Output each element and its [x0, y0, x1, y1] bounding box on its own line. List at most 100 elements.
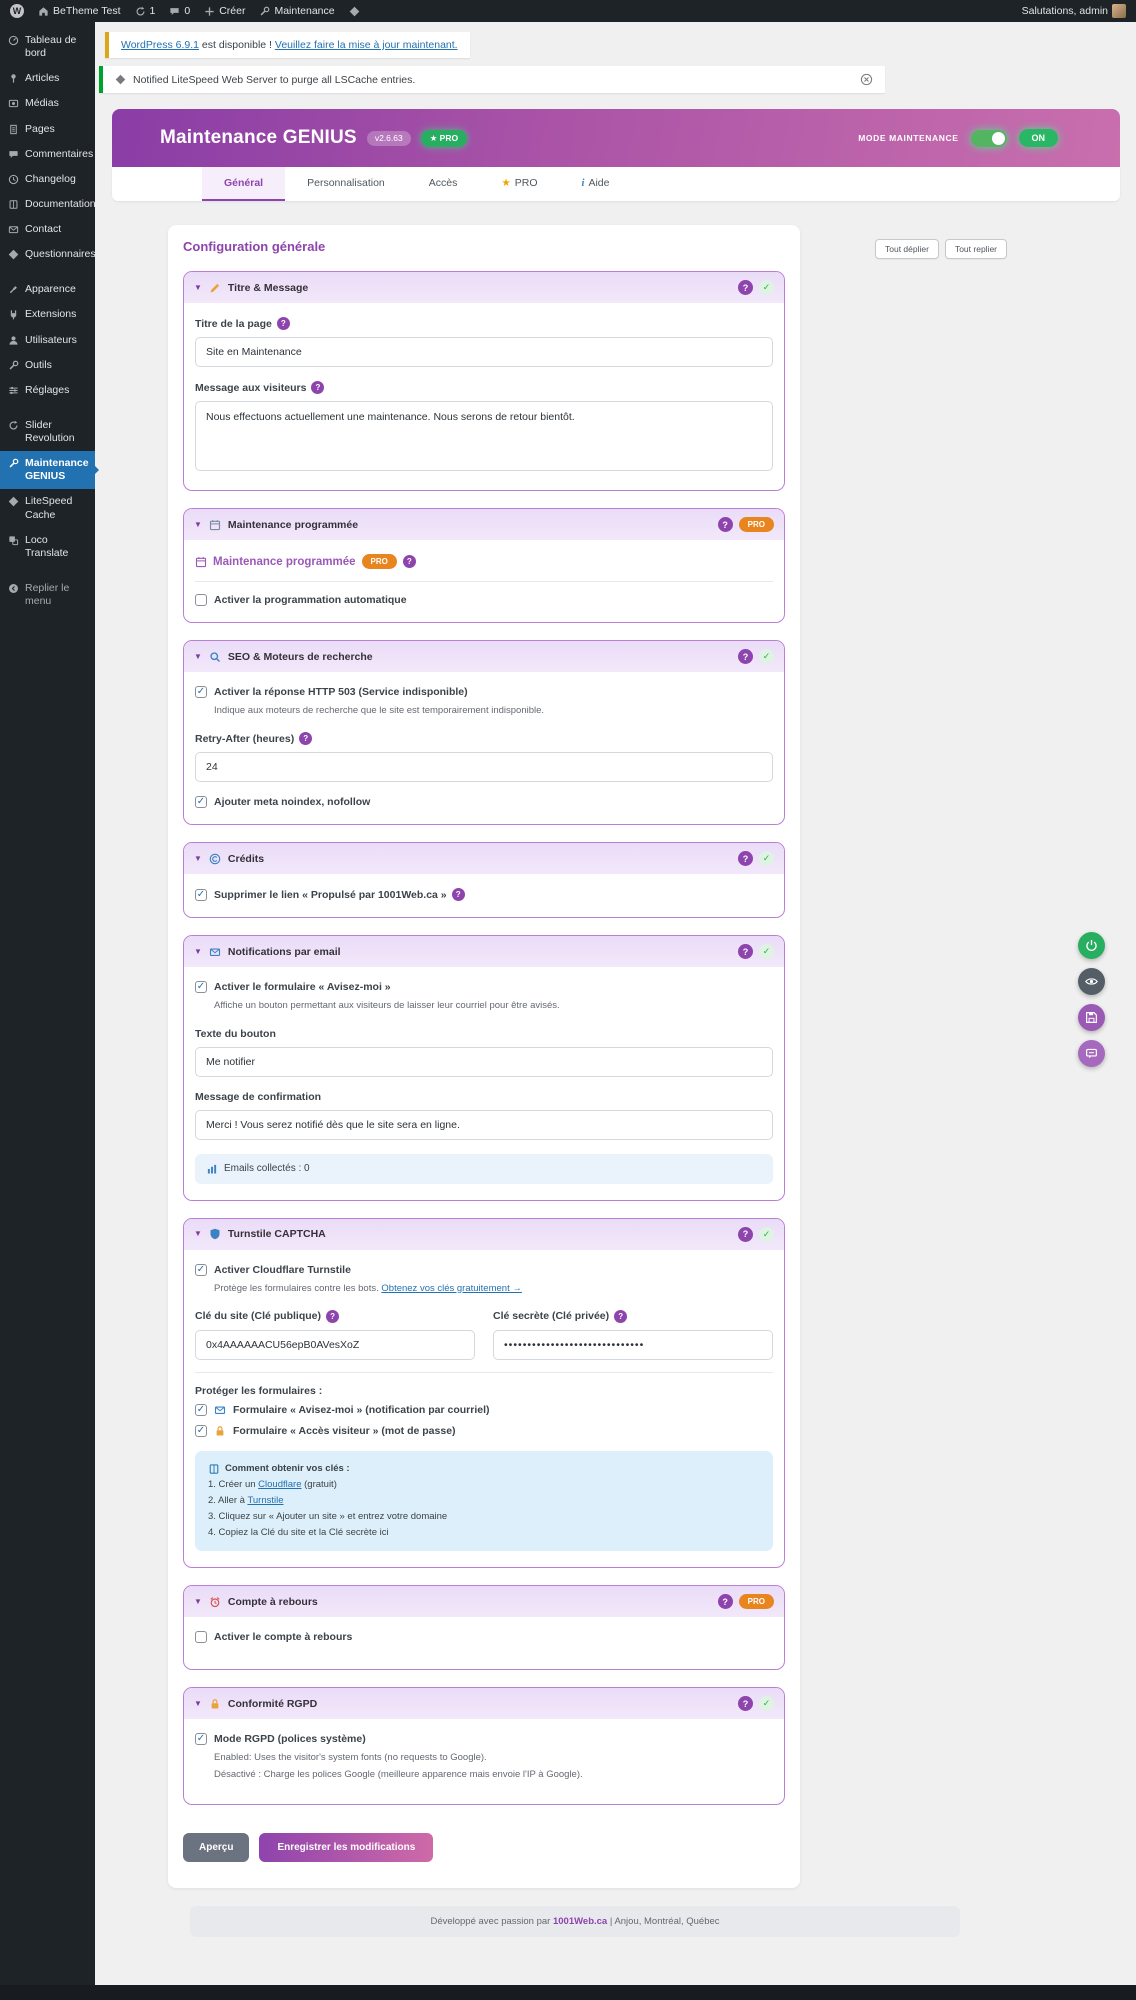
litespeed-menu[interactable] [349, 6, 360, 17]
help-badge[interactable]: ? [451, 888, 465, 902]
update-now-link[interactable]: Veuillez faire la mise à jour maintenant… [274, 39, 458, 51]
admin-sidebar: Tableau de bord Articles Médias Pages Co… [0, 22, 99, 1985]
sidebar-collapse-menu[interactable]: Replier le menu [0, 576, 95, 614]
section-rgpd-header[interactable]: ▼ Conformité RGPD ? ✓ [184, 1688, 784, 1720]
retry-after-input[interactable] [195, 752, 773, 783]
sidebar-item-litespeed-cache[interactable]: LiteSpeed Cache [0, 489, 95, 527]
sidebar-item-utilisateurs[interactable]: Utilisateurs [0, 328, 95, 353]
footer-1001web-link[interactable]: 1001Web.ca [552, 1915, 608, 1927]
feedback-chat-button[interactable] [1078, 1040, 1105, 1067]
turnstile-enable-checkbox[interactable] [195, 1263, 207, 1276]
remove-credit-link-checkbox[interactable] [195, 888, 207, 901]
preview-eye-button[interactable] [1078, 968, 1105, 995]
protect-access-form-checkbox[interactable] [195, 1424, 207, 1437]
cloudflare-link[interactable]: Cloudflare [258, 1478, 302, 1490]
help-badge[interactable]: ? [311, 381, 325, 394]
section-credits-header[interactable]: ▼ Crédits ? ✓ [184, 843, 784, 875]
sidebar-item-documentation[interactable]: Documentation [0, 192, 96, 217]
section-maintenance-programmee-header[interactable]: ▼ Maintenance programmée ? PRO [184, 509, 784, 540]
sidebar-item-apparence[interactable]: Apparence [0, 277, 95, 302]
secret-key-input[interactable] [493, 1329, 773, 1360]
help-badge[interactable]: ? [738, 649, 753, 664]
section-seo: ▼ SEO & Moteurs de recherche ? ✓ Activer… [183, 640, 785, 826]
caret-icon: ▼ [194, 519, 202, 529]
calendar-icon [195, 556, 207, 568]
rgpd-mode-checkbox[interactable] [195, 1733, 207, 1746]
sidebar-item-extensions[interactable]: Extensions [0, 302, 95, 327]
book-icon [208, 1463, 220, 1475]
account-menu[interactable]: Salutations, admin [1022, 4, 1126, 18]
turnstile-link[interactable]: Turnstile [247, 1495, 284, 1507]
sidebar-item-medias[interactable]: Médias [0, 91, 95, 116]
help-badge[interactable]: ? [738, 280, 753, 295]
sidebar-item-commentaires[interactable]: Commentaires [0, 142, 95, 167]
help-badge[interactable]: ? [738, 1696, 753, 1712]
http-503-checkbox[interactable] [195, 686, 207, 698]
mail-icon [209, 946, 221, 958]
protect-notify-form-checkbox[interactable] [195, 1403, 207, 1416]
site-key-input[interactable] [195, 1329, 475, 1360]
section-notifications-header[interactable]: ▼ Notifications par email ? ✓ [184, 936, 784, 968]
tab-acces[interactable]: Accès [428, 177, 458, 189]
sidebar-item-questionnaires[interactable]: Questionnaires [0, 242, 96, 267]
save-button[interactable]: Enregistrer les modifications [259, 1832, 434, 1862]
help-badge[interactable]: ? [326, 1309, 340, 1323]
help-badge[interactable]: ? [738, 1226, 753, 1242]
help-badge[interactable]: ? [738, 944, 753, 960]
quick-save-button[interactable] [1078, 1004, 1105, 1031]
section-compte-a-rebours-header[interactable]: ▼ Compte à rebours ? PRO [184, 1586, 784, 1618]
get-keys-link[interactable]: Obtenez vos clés gratuitement → [381, 1282, 522, 1294]
tab-personnalisation[interactable]: Personnalisation [307, 177, 385, 189]
preview-button[interactable]: Aperçu [183, 1832, 250, 1862]
countdown-checkbox[interactable] [195, 1631, 207, 1644]
help-badge[interactable]: ? [738, 851, 753, 867]
sidebar-item-dashboard[interactable]: Tableau de bord [0, 28, 95, 66]
comments-indicator[interactable]: 0 [169, 5, 190, 17]
tab-pro[interactable]: ★PRO [501, 177, 538, 189]
maintenance-menu[interactable]: Maintenance [259, 5, 335, 17]
sidebar-item-slider-revolution[interactable]: Slider Revolution [0, 413, 95, 451]
help-badge[interactable]: ? [614, 1309, 628, 1323]
power-toggle-button[interactable] [1078, 932, 1105, 959]
sidebar-item-maintenance-genius[interactable]: Maintenance GENIUS [0, 451, 99, 490]
site-name-link[interactable]: BeTheme Test [38, 5, 121, 17]
page-title: Configuration générale [183, 239, 326, 254]
collapse-all-button[interactable]: Tout replier [944, 239, 1008, 259]
confirm-message-input[interactable] [195, 1109, 773, 1140]
tab-general[interactable]: Général [202, 167, 286, 201]
button-text-input[interactable] [195, 1046, 773, 1077]
button-text-label: Texte du bouton [195, 1027, 276, 1040]
noindex-checkbox[interactable] [195, 796, 207, 809]
sidebar-item-outils[interactable]: Outils [0, 353, 95, 378]
section-titre-message-header[interactable]: ▼ Titre & Message ? ✓ [184, 272, 784, 303]
sidebar-item-changelog[interactable]: Changelog [0, 167, 95, 192]
maintenance-mode-toggle[interactable] [970, 129, 1007, 147]
sidebar-item-reglages[interactable]: Réglages [0, 378, 95, 403]
section-turnstile-header[interactable]: ▼ Turnstile CAPTCHA ? ✓ [184, 1218, 784, 1250]
help-badge[interactable]: ? [402, 555, 416, 568]
site-name-label: BeTheme Test [53, 5, 121, 17]
help-badge[interactable]: ? [717, 1594, 733, 1610]
section-seo-header[interactable]: ▼ SEO & Moteurs de recherche ? ✓ [184, 641, 784, 672]
expand-all-button[interactable]: Tout déplier [875, 239, 939, 259]
sidebar-item-contact[interactable]: Contact [0, 217, 95, 242]
wordpress-version-link[interactable]: WordPress 6.9.1 [121, 39, 200, 51]
new-content-menu[interactable]: Créer [204, 5, 245, 17]
floating-actions [1078, 932, 1105, 1067]
auto-schedule-checkbox[interactable] [195, 594, 207, 606]
sidebar-item-pages[interactable]: Pages [0, 117, 95, 142]
dismiss-icon[interactable] [860, 73, 873, 86]
help-badge[interactable]: ? [276, 317, 290, 330]
sidebar-item-loco-translate[interactable]: Loco Translate [0, 528, 95, 566]
wordpress-menu[interactable]: W [10, 4, 24, 18]
help-badge[interactable]: ? [299, 732, 313, 746]
help-badge[interactable]: ? [717, 517, 733, 532]
diamond-icon [8, 249, 19, 260]
updates-indicator[interactable]: 1 [135, 5, 155, 17]
page-title-input[interactable] [195, 337, 773, 367]
notify-form-checkbox[interactable] [195, 981, 207, 994]
visitor-message-textarea[interactable] [195, 401, 773, 471]
sidebar-item-articles[interactable]: Articles [0, 66, 95, 91]
caret-icon: ▼ [194, 282, 202, 292]
